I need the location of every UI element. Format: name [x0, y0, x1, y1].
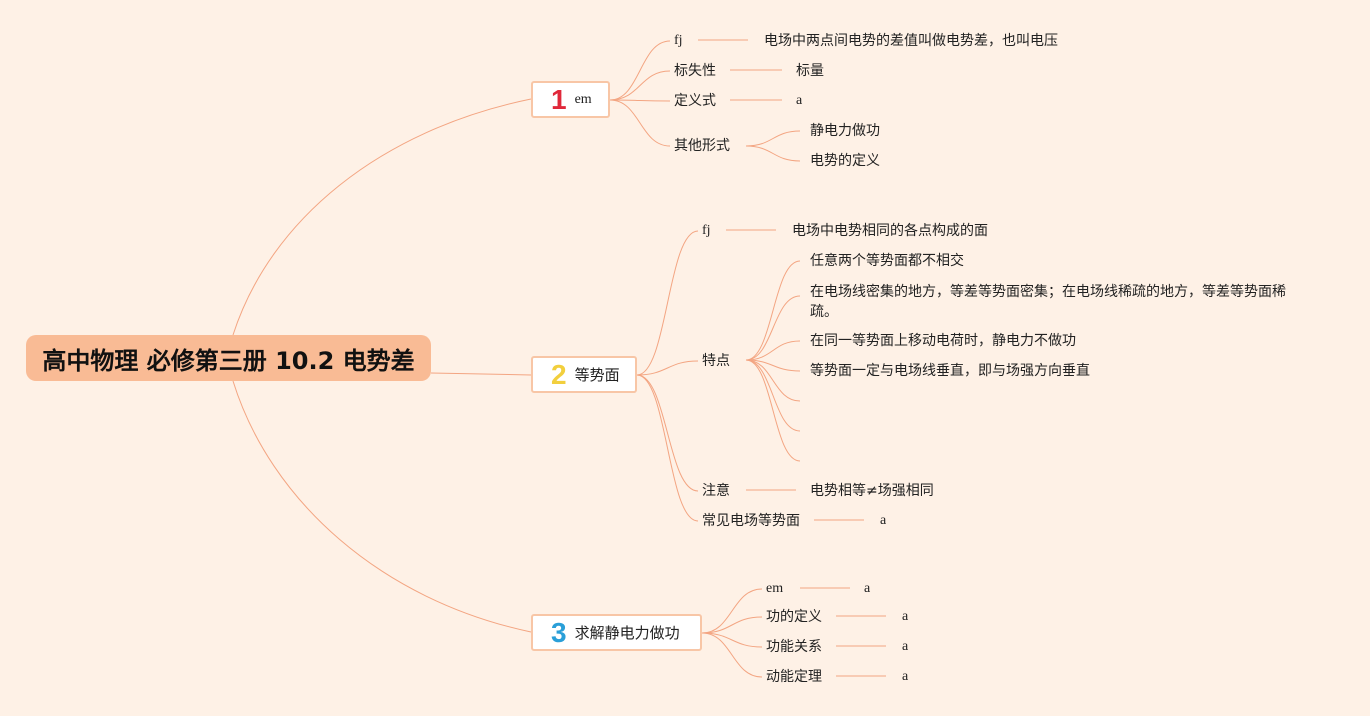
b1-other-label[interactable]: 其他形式 [674, 138, 730, 154]
b2-note-label[interactable]: 注意 [702, 483, 730, 499]
b3-em-label[interactable]: em [766, 581, 784, 596]
b2-common-label[interactable]: 常见电场等势面 [702, 513, 800, 529]
b3-fan-line-1 [701, 588, 763, 634]
b2-features-fan-6 [745, 359, 801, 432]
b1-other-fan-2 [745, 145, 801, 162]
b3-theorem-value[interactable]: a [902, 669, 909, 684]
b2-feature-3[interactable]: 在同一等势面上移动电荷时，静电力不做功 [810, 333, 1076, 349]
b2-features-fan-7 [745, 359, 801, 462]
b1-other-fan-1 [745, 130, 801, 147]
b3-fan-line-4 [701, 632, 763, 678]
b3-em-value[interactable]: a [864, 581, 871, 596]
root-to-branch-3-line [232, 380, 532, 633]
b1-definition-value[interactable]: a [796, 93, 803, 108]
b2-features-fan-4 [745, 359, 801, 372]
branch-2-node[interactable]: 2 等势面 [531, 356, 637, 393]
b2-fan-line-4 [636, 374, 699, 522]
number-1-icon: 1 [551, 83, 567, 115]
b3-fan-line-2 [701, 616, 763, 634]
b1-fj-value[interactable]: 电场中两点间电势的差值叫做电势差，也叫电压 [764, 33, 1058, 49]
b1-definition-label[interactable]: 定义式 [674, 93, 716, 109]
branch-1-label: em [574, 91, 592, 107]
b1-fan-line-3 [609, 99, 671, 102]
b1-fan-line-2 [609, 70, 671, 101]
b1-scalar-value[interactable]: 标量 [796, 63, 824, 79]
branch-3-node[interactable]: 3 求解静电力做功 [531, 614, 702, 651]
root-to-branch-1-line [232, 98, 532, 336]
b3-fan-line-3 [701, 632, 763, 648]
b2-feature-2[interactable]: 在电场线密集的地方，等差等势面密集；在电场线稀疏的地方，等差等势面稀疏。 [810, 284, 1286, 320]
b2-features-label[interactable]: 特点 [702, 353, 730, 369]
branch-2-label: 等势面 [574, 366, 620, 384]
b1-other-child-1[interactable]: 静电力做功 [810, 123, 880, 139]
b2-features-fan-5 [745, 359, 801, 402]
b2-fan-line-1 [636, 230, 699, 376]
b3-energy-value[interactable]: a [902, 639, 909, 654]
b1-fan-line-4 [609, 99, 671, 147]
number-2-icon: 2 [551, 358, 567, 390]
number-3-icon: 3 [551, 616, 567, 648]
b1-fan-line-1 [609, 40, 671, 101]
b3-work-def-value[interactable]: a [902, 609, 909, 624]
b2-fan-line-3 [636, 374, 699, 492]
b2-feature-4[interactable]: 等势面一定与电场线垂直，即与场强方向垂直 [810, 363, 1090, 379]
b2-features-fan-1 [745, 260, 801, 361]
b1-fj-label[interactable]: fj [674, 33, 683, 48]
root-topic[interactable]: 高中物理 必修第三册 10.2 电势差 [26, 335, 431, 381]
b2-fan-line-2 [636, 360, 699, 376]
branch-3-label: 求解静电力做功 [574, 624, 680, 642]
b2-fj-value[interactable]: 电场中电势相同的各点构成的面 [792, 223, 988, 239]
b1-other-child-2[interactable]: 电势的定义 [810, 153, 880, 169]
b2-features-fan-3 [745, 340, 801, 361]
b3-energy-label[interactable]: 功能关系 [766, 639, 822, 655]
b3-work-def-label[interactable]: 功的定义 [766, 609, 822, 625]
branch-1-node[interactable]: 1 em [531, 81, 610, 118]
b2-note-value[interactable]: 电势相等≠场强相同 [810, 483, 934, 499]
root-to-branch-2-line [430, 372, 532, 376]
b3-theorem-label[interactable]: 动能定理 [766, 669, 822, 685]
root-title: 高中物理 必修第三册 10.2 电势差 [42, 346, 415, 375]
b2-fj-label[interactable]: fj [702, 223, 711, 238]
b2-feature-1[interactable]: 任意两个等势面都不相交 [810, 253, 964, 269]
b2-common-value[interactable]: a [880, 513, 887, 528]
b2-features-fan-2 [745, 295, 801, 361]
b1-scalar-label[interactable]: 标失性 [674, 63, 716, 79]
